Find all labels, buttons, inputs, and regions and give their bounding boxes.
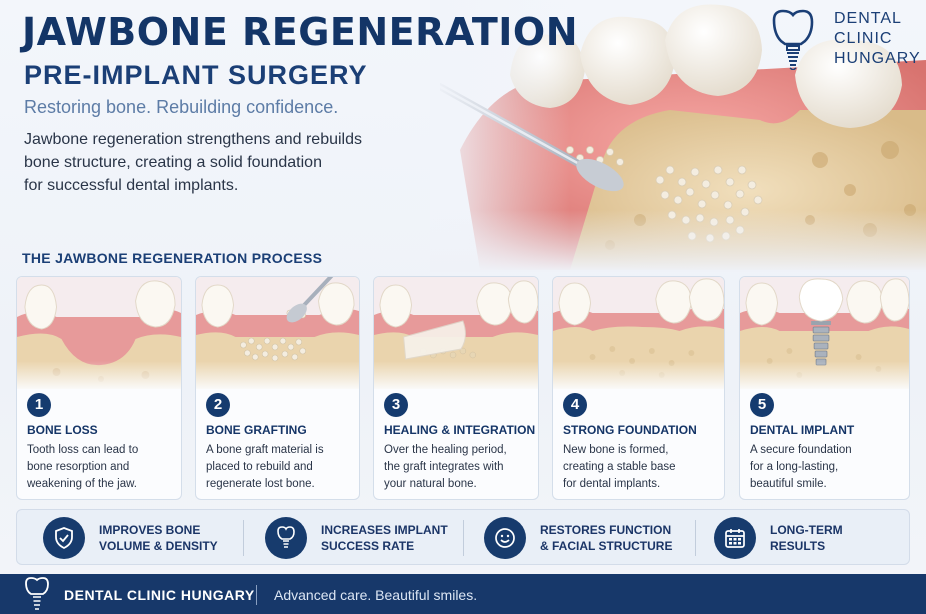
benefit-item: LONG-TERM RESULTS	[714, 517, 843, 559]
page-subtitle: PRE-IMPLANT SURGERY	[24, 60, 368, 90]
benefit-line: INCREASES IMPLANT	[321, 523, 448, 537]
brand-line: HUNGARY	[834, 50, 921, 67]
step-desc-line: weakening of the jaw.	[27, 478, 137, 490]
step-desc-line: creating a stable base	[563, 461, 676, 473]
step-fade	[196, 361, 359, 391]
tooth-implant-icon	[265, 517, 307, 559]
benefit-divider	[463, 520, 464, 556]
benefit-line: LONG-TERM	[770, 523, 843, 537]
intro-line: for successful dental implants.	[24, 177, 239, 194]
process-steps: 1 BONE LOSS Tooth loss can lead to bone …	[16, 276, 910, 500]
step-card-1: 1 BONE LOSS Tooth loss can lead to bone …	[16, 276, 182, 500]
step-desc-line: for dental implants.	[563, 478, 661, 490]
step-number: 3	[384, 393, 408, 417]
step-desc-line: A bone graft material is	[206, 444, 324, 456]
benefit-item: RESTORES FUNCTION & FACIAL STRUCTURE	[484, 517, 672, 559]
smile-icon	[484, 517, 526, 559]
brand-name: DENTAL CLINIC HUNGARY	[834, 9, 921, 69]
step-desc-line: the graft integrates with	[384, 461, 504, 473]
footer: DENTAL CLINIC HUNGARY Advanced care. Bea…	[0, 574, 926, 614]
benefit-item: IMPROVES BONE VOLUME & DENSITY	[43, 517, 218, 559]
step-title: STRONG FOUNDATION	[563, 423, 697, 437]
step-title: DENTAL IMPLANT	[750, 423, 855, 437]
footer-divider	[256, 585, 257, 605]
tooth-implant-icon	[772, 9, 814, 70]
step-desc-line: beautiful smile.	[750, 478, 827, 490]
step-number: 2	[206, 393, 230, 417]
benefit-divider	[695, 520, 696, 556]
benefit-label: IMPROVES BONE VOLUME & DENSITY	[99, 522, 218, 554]
step-description: Tooth loss can lead to bone resorption a…	[27, 442, 181, 493]
benefit-label: LONG-TERM RESULTS	[770, 522, 843, 554]
step-desc-line: regenerate lost bone.	[206, 478, 315, 490]
footer-slogan: Advanced care. Beautiful smiles.	[274, 587, 478, 603]
benefit-line: VOLUME & DENSITY	[99, 539, 218, 553]
intro-line: bone structure, creating a solid foundat…	[24, 154, 322, 171]
hero-fade-bottom	[430, 210, 926, 272]
shield-check-icon	[43, 517, 85, 559]
benefits-bar: IMPROVES BONE VOLUME & DENSITY INCREASES…	[16, 509, 910, 565]
step-description: A bone graft material is placed to rebui…	[206, 442, 359, 493]
step-desc-line: your natural bone.	[384, 478, 477, 490]
step-number: 4	[563, 393, 587, 417]
benefit-line: RESTORES FUNCTION	[540, 523, 672, 537]
brand-line: DENTAL	[834, 10, 902, 27]
benefit-label: RESTORES FUNCTION & FACIAL STRUCTURE	[540, 522, 672, 554]
step-fade	[17, 361, 181, 391]
step-fade	[740, 361, 909, 391]
step-title: BONE GRAFTING	[206, 423, 307, 437]
intro-paragraph: Jawbone regeneration strengthens and reb…	[24, 128, 384, 197]
benefit-label: INCREASES IMPLANT SUCCESS RATE	[321, 522, 448, 554]
process-heading: THE JAWBONE REGENERATION PROCESS	[22, 250, 323, 266]
step-desc-line: Tooth loss can lead to	[27, 444, 139, 456]
footer-clinic-name: DENTAL CLINIC HUNGARY	[64, 587, 255, 603]
calendar-icon	[714, 517, 756, 559]
step-title: HEALING & INTEGRATION	[384, 423, 536, 437]
step-desc-line: placed to rebuild and	[206, 461, 313, 473]
benefit-line: RESULTS	[770, 539, 826, 553]
step-card-2: 2 BONE GRAFTING A bone graft material is…	[195, 276, 360, 500]
step-desc-line: A secure foundation	[750, 444, 852, 456]
step-card-5: 5 DENTAL IMPLANT A secure foundation for…	[739, 276, 910, 500]
tagline: Restoring bone. Rebuilding confidence.	[24, 97, 339, 117]
page-title: JAWBONE REGENERATION	[22, 10, 579, 54]
step-desc-line: New bone is formed,	[563, 444, 669, 456]
brand-logo: DENTAL CLINIC HUNGARY	[766, 8, 921, 70]
brand-line: CLINIC	[834, 30, 893, 47]
step-desc-line: for a long-lasting,	[750, 461, 839, 473]
intro-line: Jawbone regeneration strengthens and reb…	[24, 131, 363, 148]
benefit-line: & FACIAL STRUCTURE	[540, 539, 673, 553]
step-description: A secure foundation for a long-lasting, …	[750, 442, 909, 493]
tooth-implant-icon	[25, 577, 49, 610]
step-card-3: 3 HEALING & INTEGRATION Over the healing…	[373, 276, 539, 500]
step-desc-line: Over the healing period,	[384, 444, 507, 456]
step-number: 5	[750, 393, 774, 417]
benefit-line: SUCCESS RATE	[321, 539, 415, 553]
step-fade	[553, 361, 724, 391]
step-desc-line: bone resorption and	[27, 461, 130, 473]
benefit-line: IMPROVES BONE	[99, 523, 201, 537]
step-title: BONE LOSS	[27, 423, 98, 437]
step-number: 1	[27, 393, 51, 417]
step-description: New bone is formed, creating a stable ba…	[563, 442, 723, 493]
benefit-item: INCREASES IMPLANT SUCCESS RATE	[265, 517, 448, 559]
benefit-divider	[243, 520, 244, 556]
step-card-4: 4 STRONG FOUNDATION New bone is formed, …	[552, 276, 725, 500]
step-fade	[374, 361, 538, 391]
step-description: Over the healing period, the graft integ…	[384, 442, 538, 493]
